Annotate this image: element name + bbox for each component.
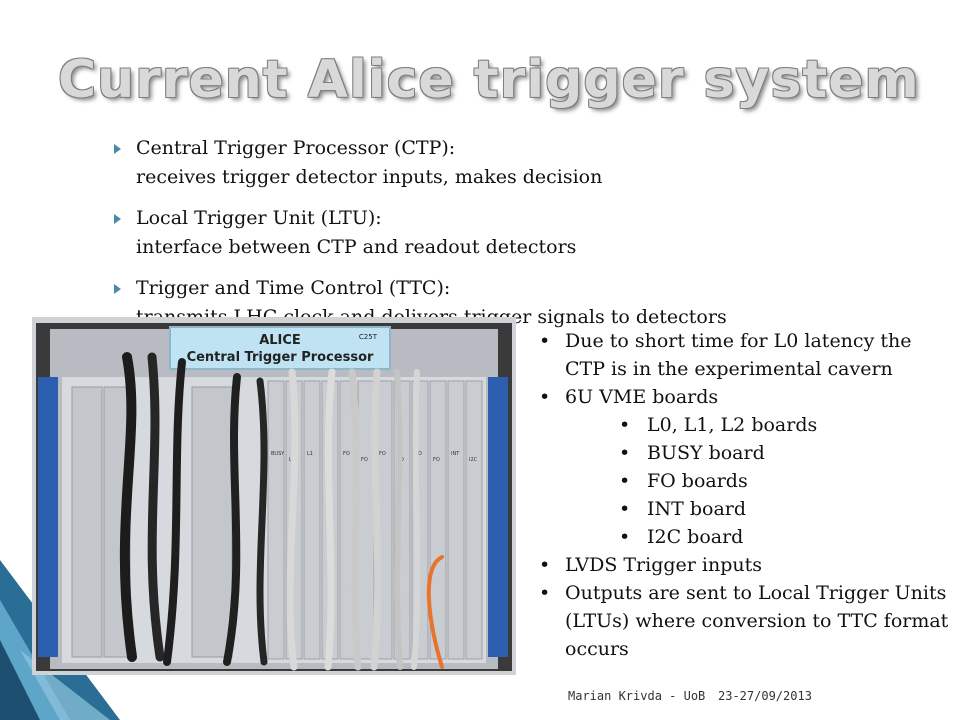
board-label: FO [361,457,368,463]
bullet-dot-icon: • [539,582,551,604]
list-item-text: BUSY board [647,442,765,464]
arrow-bullet-icon [114,214,121,224]
bullet-list: Central Trigger Processor (CTP): receive… [108,134,788,344]
footer-author: Marian Krivda - UoB [568,689,706,703]
board-label: INT [451,451,460,457]
footer-date: 23-27/09/2013 [718,689,812,703]
list-item-text: Outputs are sent to Local Trigger Units … [565,582,949,660]
list-item: • Outputs are sent to Local Trigger Units… [537,579,952,663]
sub-list-item: • FO boards [537,467,952,495]
board-label: I2C [469,457,478,463]
bullet-dot-icon: • [619,498,631,520]
feature-list: • Due to short time for L0 latency the CT… [537,327,952,663]
list-item-text: INT board [647,498,747,520]
list-item: • 6U VME boards [537,383,952,411]
bullet-dot-icon: • [619,414,631,436]
list-item-text: Due to short time for L0 latency the CTP… [565,330,912,380]
list-item-text: L0, L1, L2 boards [647,414,818,436]
vme-board [465,380,483,660]
vme-board [447,380,465,660]
bullet-body: receives trigger detector inputs, makes … [136,166,603,188]
bullet-dot-icon: • [619,442,631,464]
arrow-bullet-icon [114,284,121,294]
bullet-dot-icon: • [619,526,631,548]
board-label: FO [379,451,386,457]
board-label: FO [433,457,440,463]
vme-board [267,380,285,660]
bullet-item-ctp: Central Trigger Processor (CTP): receive… [108,134,788,192]
bullet-dot-icon: • [539,386,551,408]
sub-list-item: • I2C board [537,523,952,551]
bullet-head: Trigger and Time Control (TTC): [136,277,451,299]
vme-board [71,386,103,658]
list-item-text: FO boards [647,470,748,492]
bullet-item-ltu: Local Trigger Unit (LTU): interface betw… [108,204,788,262]
arrow-bullet-icon [114,144,121,154]
board-label: FO [343,451,350,457]
sub-list-item: • INT board [537,495,952,523]
sign-line2: Central Trigger Processor [187,350,374,365]
list-item-text: 6U VME boards [565,386,719,408]
ctp-rack-illustration: ALICE Central Trigger Processor C25T BUS… [32,317,516,675]
sub-list-item: • BUSY board [537,439,952,467]
list-item: • Due to short time for L0 latency the CT… [537,327,952,383]
list-item: • LVDS Trigger inputs [537,551,952,579]
vme-board [303,380,321,660]
bullet-body: interface between CTP and readout detect… [136,236,577,258]
bullet-head: Local Trigger Unit (LTU): [136,207,382,229]
list-item-text: LVDS Trigger inputs [565,554,762,576]
bullet-dot-icon: • [539,330,551,352]
ctp-rack-photo: ALICE Central Trigger Processor C25T BUS… [32,317,516,675]
sign-line1: ALICE [259,333,301,348]
bullet-dot-icon: • [619,470,631,492]
sign-code: C25T [359,333,378,341]
sub-list-item: • L0, L1, L2 boards [537,411,952,439]
vme-board [191,386,233,658]
board-label: L1 [307,451,313,457]
bullet-head: Central Trigger Processor (CTP): [136,137,456,159]
slide-title: Current Alice trigger system [58,50,920,110]
board-label: BUSY [271,451,285,457]
bullet-dot-icon: • [539,554,551,576]
list-item-text: I2C board [647,526,744,548]
